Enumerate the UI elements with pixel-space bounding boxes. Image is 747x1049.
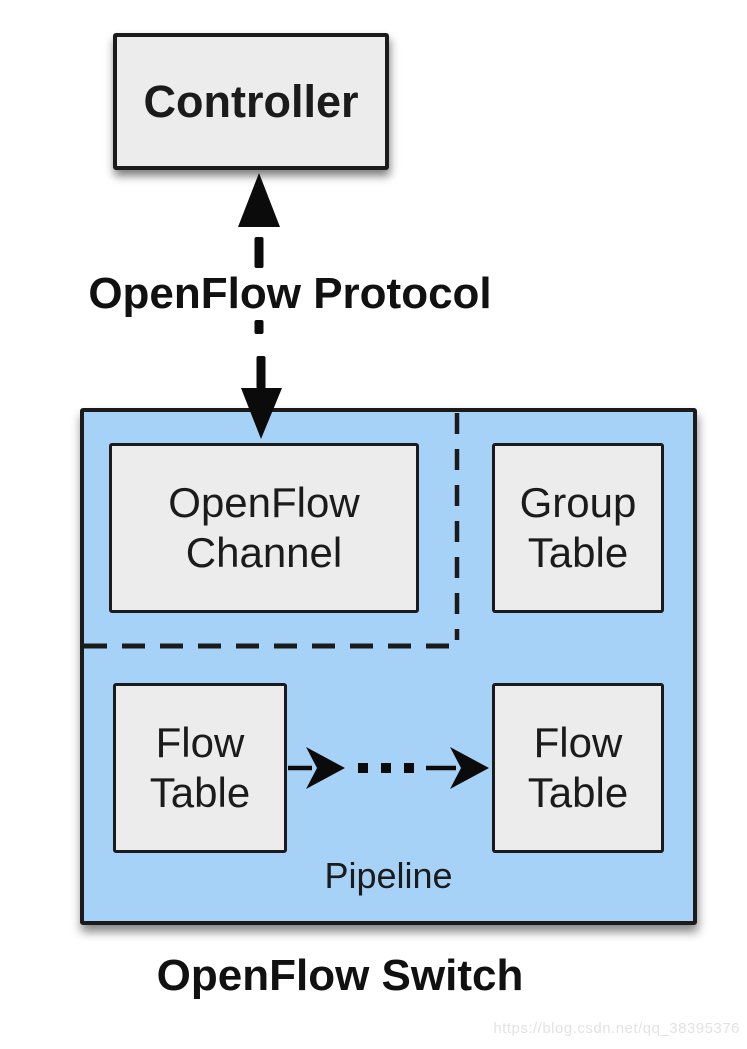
controller-label: Controller	[143, 75, 359, 127]
watermark-text: https://blog.csdn.net/qq_38395376	[493, 1020, 740, 1037]
openflow-switch-node: OpenFlow Channel Group Table Flow Table …	[80, 408, 697, 925]
protocol-arrow-dash-1	[254, 237, 264, 268]
openflow-channel-label: OpenFlow Channel	[168, 479, 360, 576]
controller-node: Controller	[113, 33, 389, 170]
protocol-arrow-dash-2	[254, 320, 264, 334]
pipeline-label: Pipeline	[324, 855, 453, 896]
flow-table-2-label: Flow Table	[527, 719, 629, 816]
group-table-node: Group Table	[492, 443, 664, 613]
flow-table-2-node: Flow Table	[492, 683, 664, 853]
protocol-arrow-dash-3	[256, 356, 266, 389]
openflow-switch-label: OpenFlow Switch	[156, 951, 524, 1000]
openflow-protocol-label: OpenFlow Protocol	[88, 269, 492, 318]
flow-table-1-node: Flow Table	[113, 683, 287, 853]
group-table-label: Group Table	[519, 479, 637, 576]
openflow-channel-node: OpenFlow Channel	[109, 443, 419, 613]
protocol-arrow-up-head-icon	[238, 173, 280, 227]
flow-table-1-label: Flow Table	[149, 719, 251, 816]
